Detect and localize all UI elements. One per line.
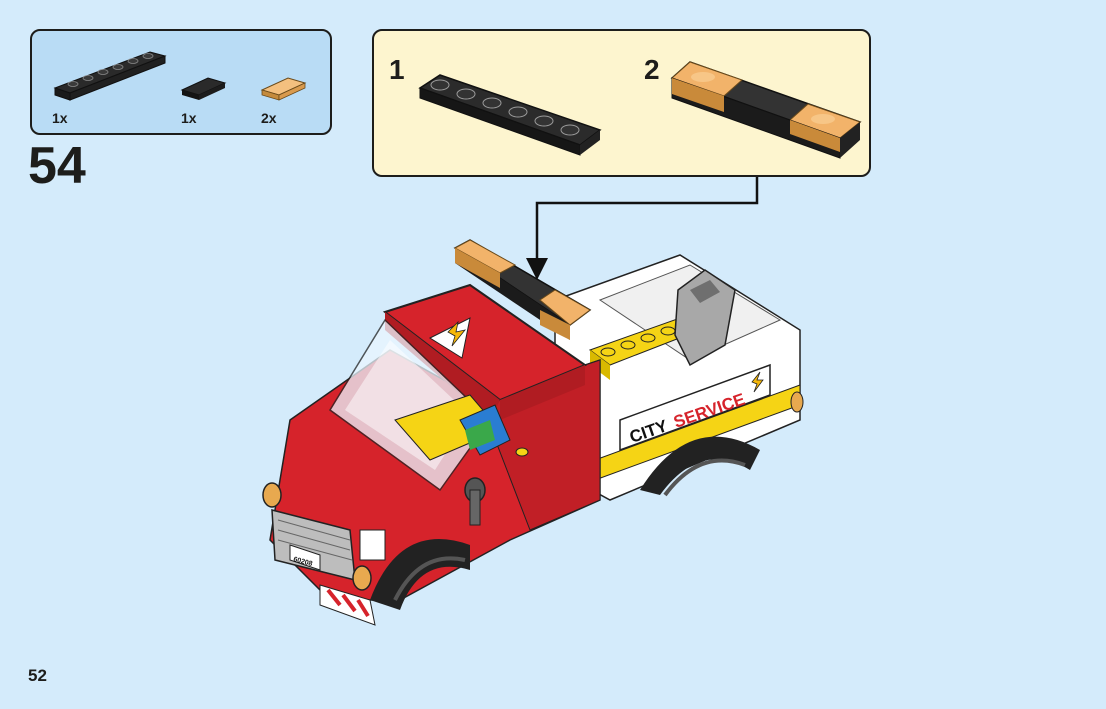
placement-arrow-icon	[526, 177, 757, 280]
substep-2-lightbar-icon	[672, 62, 860, 158]
black-tile-part-icon	[182, 78, 225, 100]
black-plate-part-icon	[55, 52, 165, 100]
city-service-truck: CITY SERVICE	[263, 240, 803, 625]
orange-tile-part-icon	[262, 78, 305, 100]
substep-1-plate-icon	[420, 75, 600, 155]
